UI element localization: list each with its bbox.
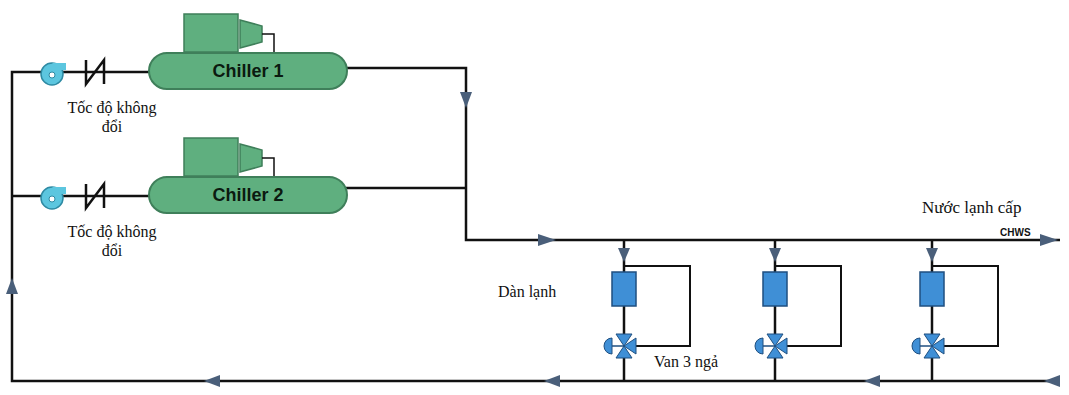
pipe-code: CHWS <box>1000 227 1060 239</box>
chiller-name: Chiller 2 <box>212 185 283 206</box>
flow-arrow <box>618 248 630 262</box>
cooling-coil <box>763 272 787 306</box>
branch-pipe <box>623 306 626 334</box>
valve-stem <box>612 345 624 347</box>
valve-label: Van 3 ngả <box>654 352 764 371</box>
chiller-name: Chiller 1 <box>212 61 283 82</box>
chiller-vessel: Chiller 2 <box>148 176 348 214</box>
three-way-valve <box>624 338 636 354</box>
branch-pipe <box>623 358 626 381</box>
coil-label: Dàn lạnh <box>498 282 598 301</box>
chiller-vessel: Chiller 1 <box>148 52 348 90</box>
valve-stem <box>763 345 775 347</box>
cooling-coil <box>920 272 944 306</box>
branch-pipe <box>931 358 934 381</box>
flow-arrow <box>769 248 781 262</box>
pump-note: Tốc độ không đổi <box>64 98 160 136</box>
flow-arrow <box>926 248 938 262</box>
branch-pipe <box>931 306 934 334</box>
valve-actuator <box>755 338 763 354</box>
valve-actuator <box>604 338 612 354</box>
pump-note: Tốc độ không đổi <box>64 222 160 260</box>
branch-pipe <box>774 358 777 381</box>
three-way-valve <box>932 338 944 354</box>
three-way-valve <box>775 338 787 354</box>
branch-pipe <box>774 306 777 334</box>
valve-actuator <box>912 338 920 354</box>
cooling-coil <box>612 272 636 306</box>
pipe-label: Nước lạnh cấp <box>922 198 1062 218</box>
valve-stem <box>920 345 932 347</box>
